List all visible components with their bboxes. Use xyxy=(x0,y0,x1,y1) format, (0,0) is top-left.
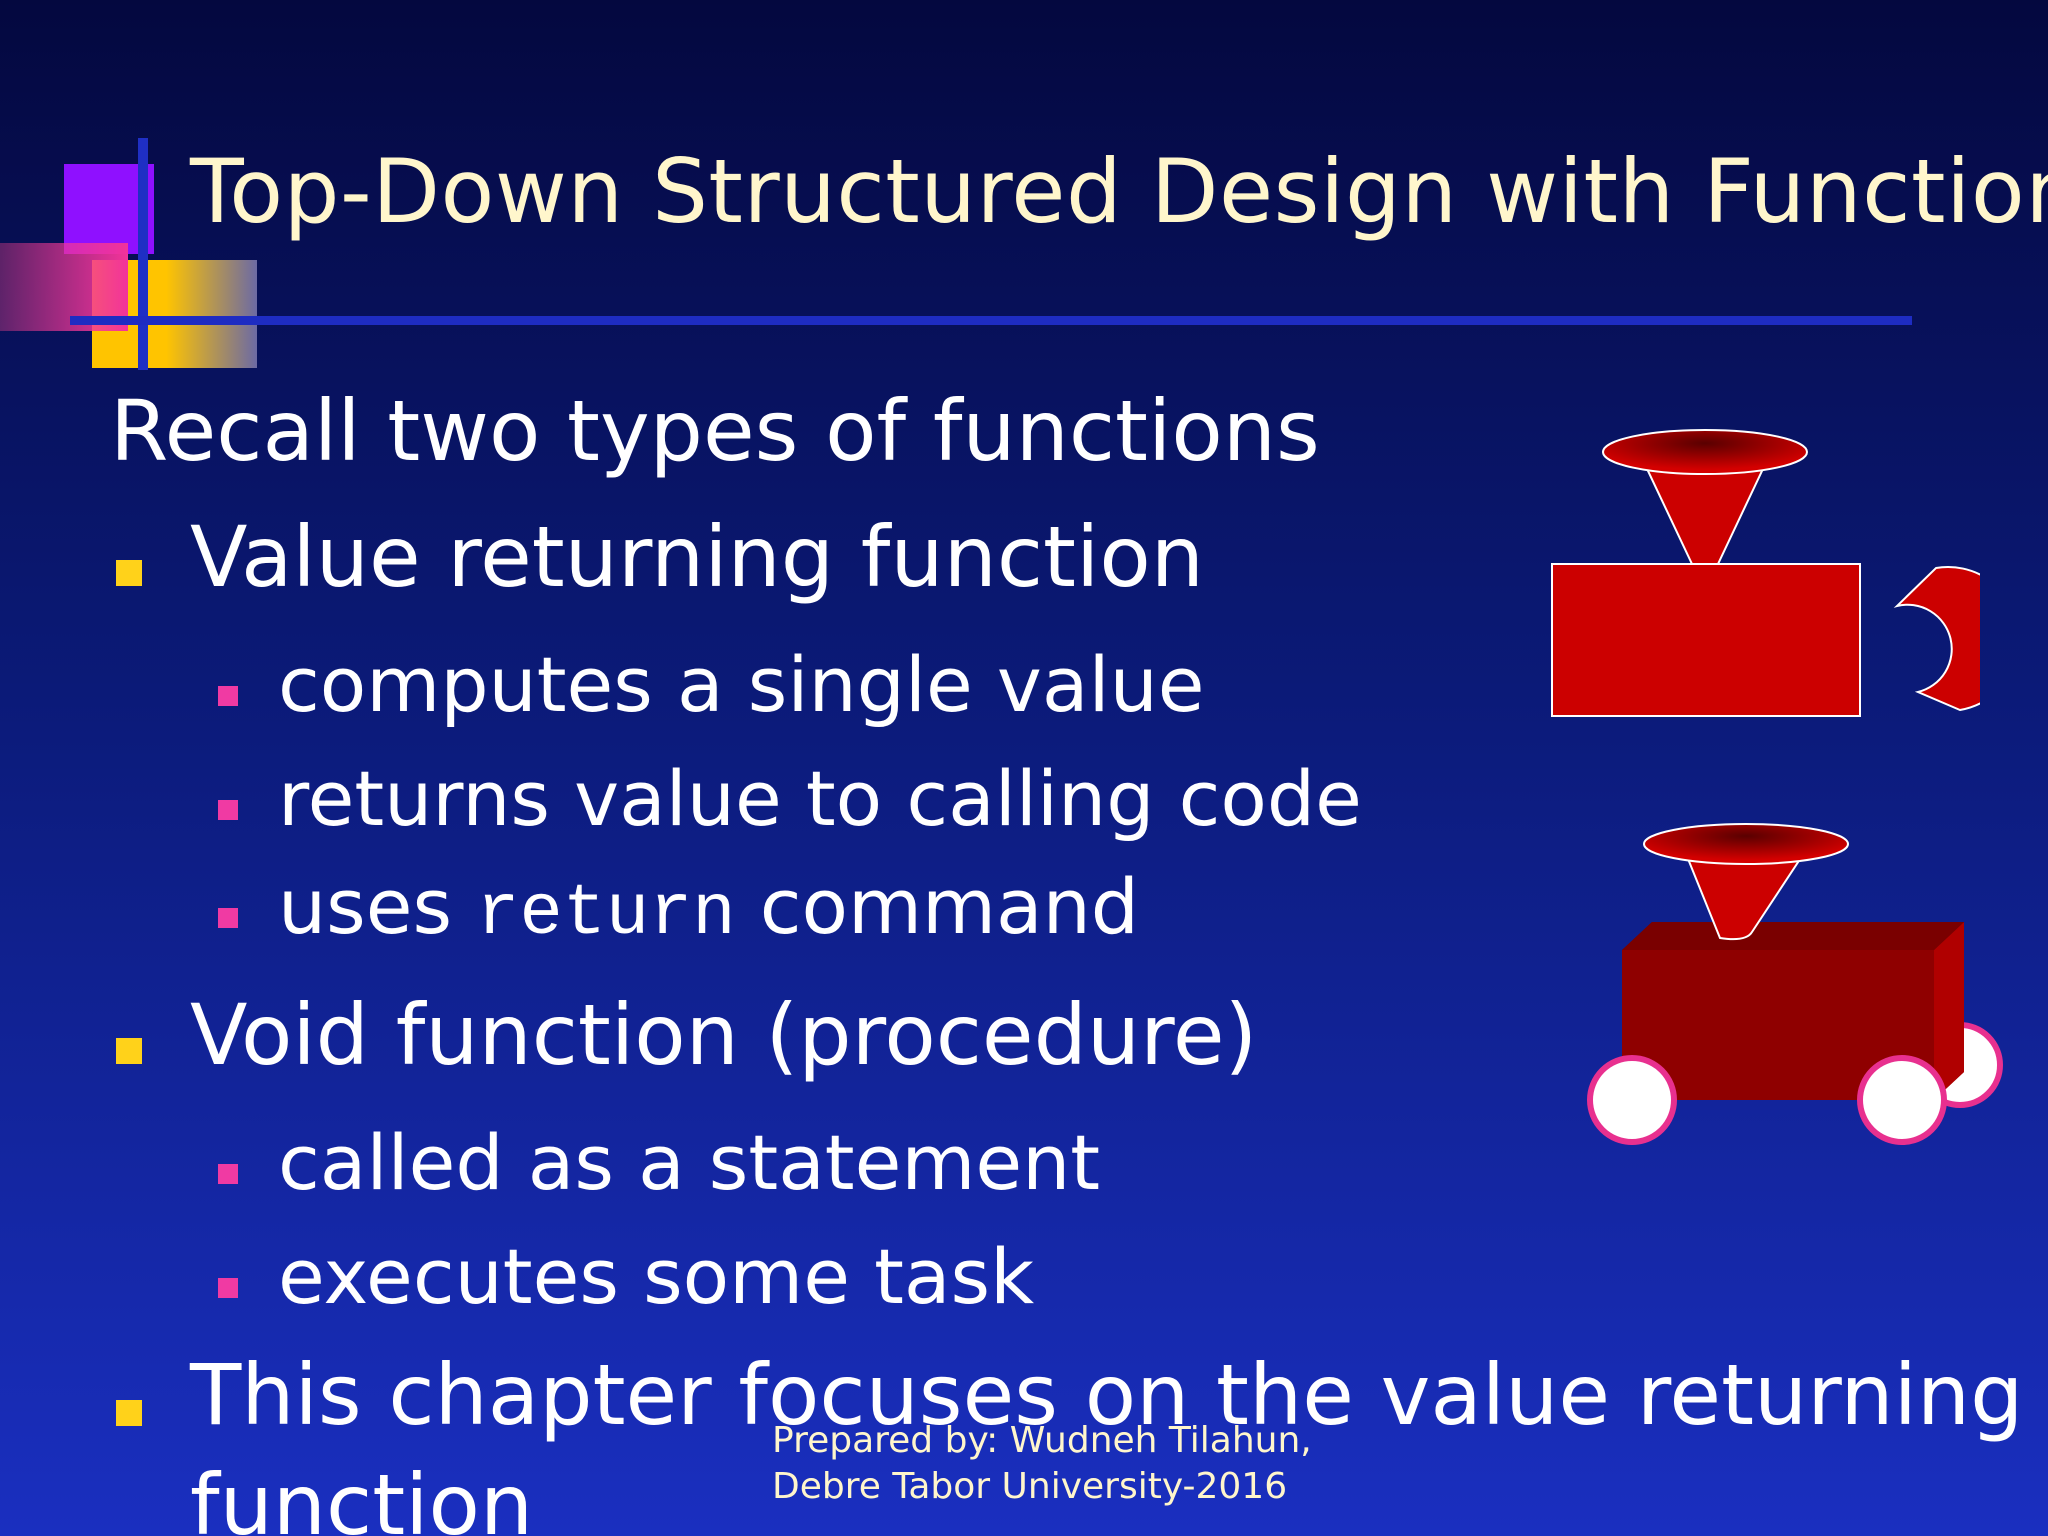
footer-credit: Prepared by: Wudneh Tilahun, Debre Tabor… xyxy=(772,1418,1312,1510)
sub-bullet-computes: computes a single value xyxy=(278,640,1205,729)
sub-bullet-marker xyxy=(218,686,238,706)
sub-bullet-marker xyxy=(218,800,238,820)
bullet-chapter-focus-line1: This chapter focuses on the value return… xyxy=(190,1346,2024,1444)
intro-text: Recall two types of functions xyxy=(110,382,1320,480)
sub-bullet-marker xyxy=(218,908,238,928)
corner-decoration xyxy=(0,0,300,380)
uses-prefix: uses xyxy=(278,862,477,951)
sub-bullet-called: called as a statement xyxy=(278,1118,1101,1207)
funnel-wagon-icon xyxy=(1587,823,2003,1145)
funnel-machine-icon xyxy=(1551,429,1980,717)
sub-bullet-returns: returns value to calling code xyxy=(278,754,1362,843)
bullet-marker xyxy=(116,560,142,586)
sub-bullet-marker xyxy=(218,1164,238,1184)
decor-vertical-line xyxy=(138,138,148,370)
footer-line-university: Debre Tabor University-2016 xyxy=(772,1466,1288,1507)
bullet-chapter-focus-line2: function xyxy=(190,1456,534,1536)
uses-suffix: command xyxy=(735,862,1140,951)
bullet-marker xyxy=(116,1038,142,1064)
title-underline xyxy=(70,316,1912,325)
bullet-value-returning: Value returning function xyxy=(190,508,1204,606)
sub-bullet-marker xyxy=(218,1278,238,1298)
sub-bullet-uses-return: uses return command xyxy=(278,862,1139,955)
return-keyword: return xyxy=(476,873,736,955)
sub-bullet-executes: executes some task xyxy=(278,1232,1035,1321)
bullet-marker xyxy=(116,1400,142,1426)
footer-line-author: Prepared by: Wudneh Tilahun, xyxy=(772,1420,1312,1461)
bullet-void-function: Void function (procedure) xyxy=(190,986,1258,1084)
slide-title: Top-Down Structured Design with Function… xyxy=(190,140,2048,243)
